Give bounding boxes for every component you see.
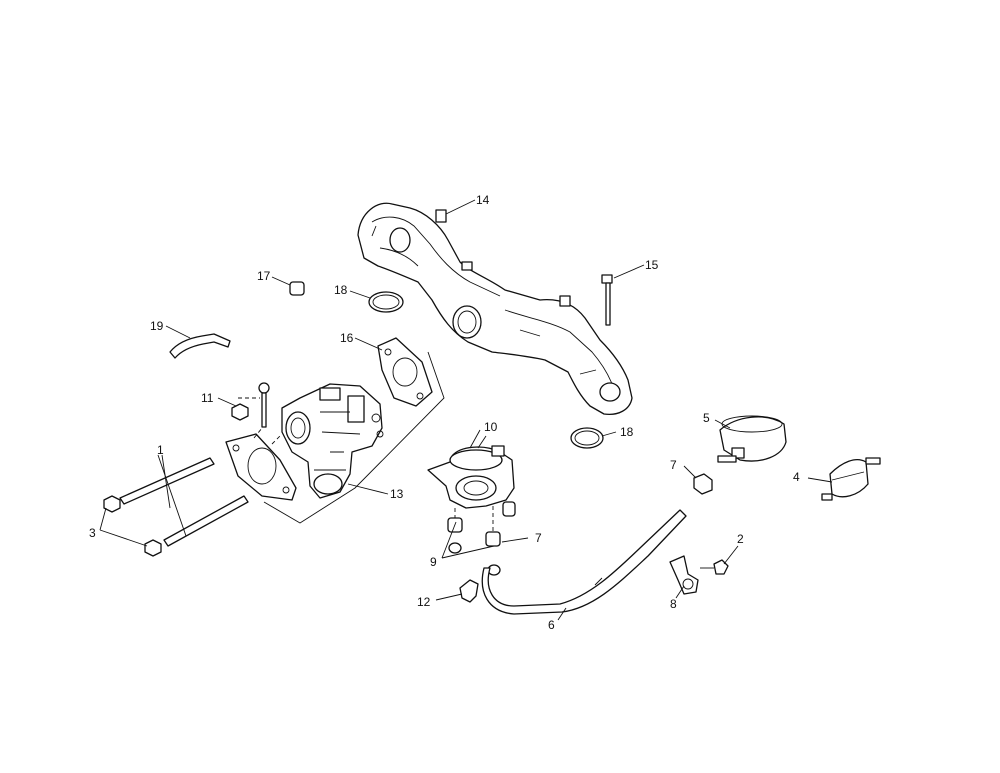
small-clamp-left-part [448,542,462,554]
callout-6: 6 [548,618,555,632]
callout-9: 9 [430,555,437,569]
hose-bracket-part [669,555,699,595]
callout-4: 4 [793,470,800,484]
callout-19: 19 [150,319,164,333]
callout-14: 14 [476,193,490,207]
callout-10: 10 [484,420,498,434]
nut-lower-part [144,539,162,557]
callout-18-lower: 18 [620,425,634,439]
callout-17: 17 [257,269,271,283]
callout-7-left: 7 [535,531,542,545]
fuel-pump-part [427,445,515,509]
carburetor-flange-gasket-part [225,433,297,501]
callout-3: 3 [89,526,96,540]
pump-fitting-right-part [485,531,501,547]
inline-fuel-filter-part [821,457,881,501]
elbow-fitting-part [459,579,479,603]
callout-16: 16 [340,331,354,345]
mounting-stud-lower-part [163,495,249,547]
small-nut-part [231,403,249,421]
o-ring-lower-inner [574,430,600,446]
callout-15: 15 [645,258,659,272]
callout-11: 11 [201,391,214,405]
callout-8: 8 [670,597,677,611]
vent-hose-part [169,333,231,359]
plug-cap-part [289,281,305,296]
manifold-bolt-part [601,274,613,326]
callout-5: 5 [703,411,710,425]
gasket-alignment-line [253,427,281,445]
fuel-filter-part [717,415,787,463]
callout-12: 12 [417,595,431,609]
callout-2: 2 [737,532,744,546]
nut-upper-part [103,495,121,513]
pump-bolt-part [502,501,516,517]
callout-1: 1 [157,443,164,457]
intake-manifold-part [357,202,633,416]
carburetor-gasket-part [377,337,433,407]
o-ring-upper-inner [372,294,400,310]
callout-7-right: 7 [670,458,677,472]
leader-lines [99,199,833,621]
callout-13: 13 [390,487,404,501]
carburetor-assembly-outline [263,351,445,524]
fuel-line-part [481,509,687,615]
adjuster-screw-part [258,382,270,428]
hose-clamp-filter-part [693,473,713,495]
callout-18-upper: 18 [334,283,348,297]
bracket-bolt-part [700,559,729,575]
carburetor-part [281,383,384,499]
